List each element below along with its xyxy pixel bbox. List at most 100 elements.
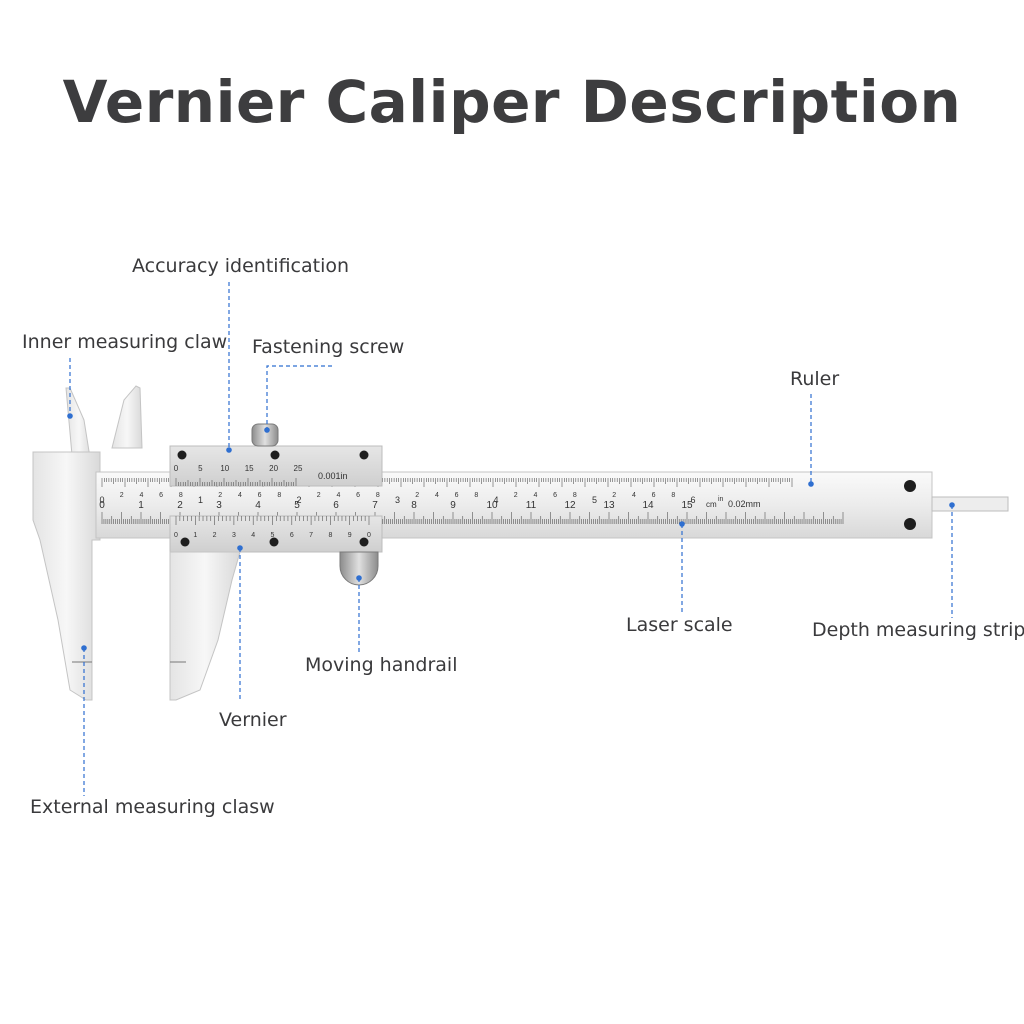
cm-scale-number: 6	[333, 500, 339, 511]
inch-scale-number: 6	[652, 492, 656, 499]
inch-scale-number: 4	[493, 495, 498, 505]
label-moving-handrail: Moving handrail	[305, 654, 458, 676]
lower-vernier-number: 8	[328, 532, 332, 539]
inch-scale-number: 4	[238, 492, 242, 499]
dot-inner-claw	[67, 413, 73, 419]
leader-dots	[67, 413, 955, 651]
sliding-jaw	[111, 385, 383, 701]
lower-vernier-number: 5	[271, 532, 275, 539]
cm-scale-number: 13	[603, 500, 615, 511]
upper-vernier-number: 10	[220, 464, 229, 473]
inch-scale-number: 2	[120, 492, 124, 499]
cm-scale-number: 9	[450, 500, 456, 511]
cm-scale-number: 10	[486, 500, 498, 511]
upper-vernier-number: 5	[198, 464, 203, 473]
inch-scale-number: 0	[99, 495, 104, 505]
inch-scale-number: 2	[218, 492, 222, 499]
fixed-outer-claw	[32, 451, 101, 701]
inch-scale-number: 4	[435, 492, 439, 499]
sliding-inner-claw	[111, 385, 143, 449]
inch-scale-number: 4	[139, 492, 143, 499]
vernier-screw-2	[270, 450, 280, 460]
lower-vernier-number: 0	[367, 532, 371, 539]
upper-vernier-number: 15	[245, 464, 254, 473]
fastening-screw	[251, 423, 279, 447]
inch-scale-number: 8	[277, 492, 281, 499]
label-fastening-screw: Fastening screw	[252, 336, 405, 358]
vernier-screw-1	[177, 450, 187, 460]
lower-vernier-number: 3	[232, 532, 236, 539]
vernier-screw-5	[269, 537, 279, 547]
inch-scale-number: 6	[258, 492, 262, 499]
lower-vernier-number: 9	[348, 532, 352, 539]
inch-scale-number: 2	[317, 492, 321, 499]
inch-scale-number: 6	[690, 495, 695, 505]
ruler-screw-top	[904, 480, 916, 492]
lower-vernier-number: 2	[213, 532, 217, 539]
leader-lines	[69, 282, 953, 796]
inch-resolution-label: 0.001in	[318, 471, 348, 481]
inch-scale-number: 6	[159, 492, 163, 499]
cm-scale-number: 2	[177, 500, 183, 511]
vernier-screw-6	[359, 537, 369, 547]
dot-vernier	[237, 545, 243, 551]
label-depth-measuring-strip: Depth measuring strip	[812, 619, 1024, 641]
cm-scale-number: 11	[526, 500, 537, 511]
inch-scale-number: 3	[395, 495, 400, 505]
inch-scale-number: 2	[612, 492, 616, 499]
cm-scale-number: 5	[294, 500, 300, 511]
cm-scale-number: 7	[372, 500, 378, 511]
dot-handrail	[356, 575, 362, 581]
label-accuracy-identification: Accuracy identification	[132, 255, 350, 277]
upper-vernier-number: 0	[174, 464, 179, 473]
inch-scale-number: 1	[198, 495, 203, 505]
sliding-outer-claw	[169, 551, 241, 701]
cm-scale-number: 14	[642, 500, 654, 511]
inch-scale-number: 8	[671, 492, 675, 499]
inch-scale-number: 6	[455, 492, 459, 499]
inch-scale-number: 2	[415, 492, 419, 499]
cm-scale-number: 4	[255, 500, 261, 511]
lower-vernier-number: 7	[309, 532, 313, 539]
cm-scale-number: 0	[99, 500, 105, 511]
cm-scale-number: 8	[411, 500, 417, 511]
lower-vernier-number: 0	[174, 532, 178, 539]
inch-scale-number: 8	[573, 492, 577, 499]
upper-vernier-number: 25	[294, 464, 303, 473]
inch-scale-number: 5	[592, 495, 597, 505]
label-ruler: Ruler	[790, 368, 840, 390]
cm-scale-number: 1	[138, 500, 144, 511]
cm-scale-number: 3	[216, 500, 222, 511]
cm-scale-number: 12	[564, 500, 576, 511]
depth-strip	[931, 496, 1009, 512]
inch-scale-number: 8	[474, 492, 478, 499]
in-unit-label: in	[718, 496, 724, 503]
lower-vernier-number: 4	[251, 532, 255, 539]
label-vernier: Vernier	[219, 709, 287, 731]
inch-scale-number: 8	[376, 492, 380, 499]
inch-scale-number: 6	[356, 492, 360, 499]
cm-unit-label: cm	[706, 500, 717, 509]
dot-laser	[679, 521, 685, 527]
inch-scale-number: 8	[179, 492, 183, 499]
inch-scale-number: 2	[514, 492, 518, 499]
dot-external	[81, 645, 87, 651]
dot-fastening	[264, 427, 270, 433]
inch-scale-number: 2	[296, 495, 301, 505]
metric-resolution-label: 0.02mm	[728, 499, 761, 509]
lower-vernier-number: 1	[193, 532, 197, 539]
moving-handrail	[339, 551, 379, 586]
lower-vernier-number: 6	[290, 532, 294, 539]
inch-scale-number: 4	[533, 492, 537, 499]
vernier-screw-3	[359, 450, 369, 460]
dot-accuracy	[226, 447, 232, 453]
label-inner-measuring-claw: Inner measuring claw	[22, 331, 228, 353]
vernier-screw-4	[180, 537, 190, 547]
label-laser-scale: Laser scale	[626, 614, 733, 636]
inch-scale-number: 4	[632, 492, 636, 499]
dot-ruler	[808, 481, 814, 487]
inch-scale-number: 6	[553, 492, 557, 499]
leader-fastening	[266, 365, 332, 430]
inch-scale-number: 4	[336, 492, 340, 499]
